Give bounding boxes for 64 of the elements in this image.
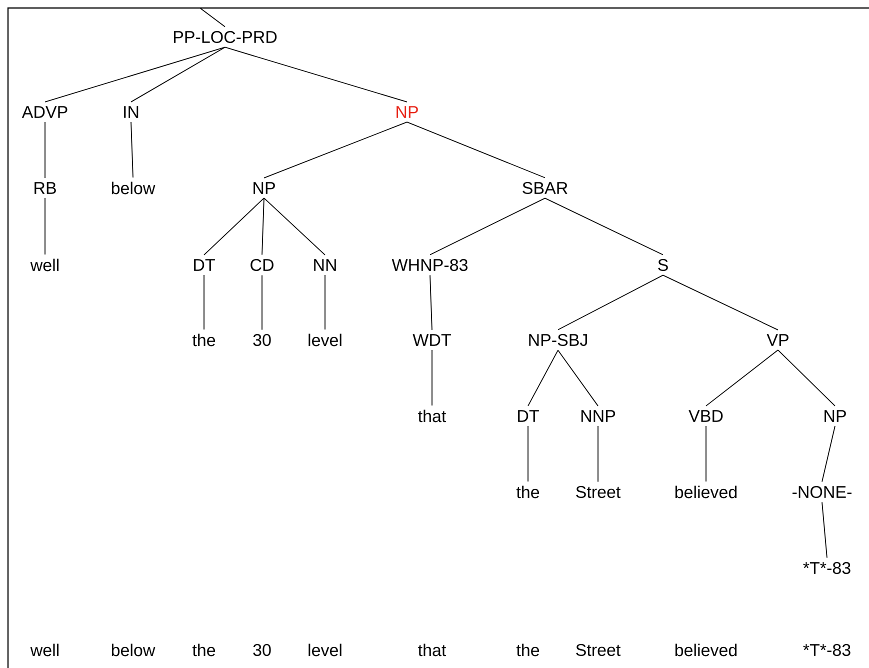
leaf-word: level (308, 644, 342, 656)
tree-node-label: NP (824, 410, 846, 422)
leaf-word: Street (576, 644, 621, 656)
tree-node-label: VP (766, 334, 788, 346)
tree-branch (130, 122, 134, 178)
tree-branch (204, 198, 264, 256)
leaf-word: *T*-83 (803, 644, 850, 656)
tree-branch (264, 122, 408, 178)
tree-node-label: NP (254, 182, 275, 194)
tree-branch (200, 8, 226, 28)
tree-node-label: WDT (412, 334, 451, 346)
tree-branch (44, 198, 46, 255)
tree-branch (558, 274, 664, 330)
tree-node-label: DT (518, 410, 539, 422)
tree-branch (224, 46, 408, 102)
tree-branch (44, 46, 226, 102)
tree-node-label: the (192, 334, 216, 346)
tree-branch (822, 426, 836, 482)
tree-node-label: CD (250, 258, 274, 271)
tree-node-label: DT (194, 259, 215, 271)
tree-node-label: Street (576, 486, 621, 498)
tree-node-label: NN (314, 259, 336, 271)
tree-node-label: *T*-83 (803, 562, 850, 574)
tree-node-label: PP-LOC-PRD (174, 30, 277, 43)
tree-node-label: -NONE- (792, 486, 852, 498)
tree-node-label: believed (675, 486, 737, 498)
tree-branch (430, 274, 432, 330)
tree-branch (778, 350, 836, 406)
tree-branch (130, 46, 226, 102)
tree-node-label: well (30, 258, 58, 272)
leaf-word: 30 (253, 644, 271, 656)
tree-node-label: NNP (581, 410, 616, 422)
leaf-word: the (516, 644, 540, 656)
tree-node-label: 30 (253, 334, 271, 346)
tree-branch (430, 198, 546, 256)
leaf-word: well (30, 644, 58, 656)
tree-branch (324, 274, 326, 330)
tree-branch (662, 274, 778, 330)
leaf-word: believed (675, 644, 737, 656)
leaf-word: that (418, 644, 446, 656)
tree-node-label: ADVP (22, 106, 68, 118)
tree-branch (558, 350, 598, 406)
tree-node-label: level (308, 334, 342, 346)
tree-node-label: NP (396, 106, 418, 118)
tree-branch (44, 122, 46, 178)
tree-branch (528, 350, 558, 406)
tree-node-label: NP-SBJ (529, 334, 587, 346)
tree-node-label: WHNP-83 (392, 258, 468, 271)
tree-branch (544, 198, 664, 256)
leaf-word: below (112, 644, 156, 656)
tree-node-label: VBD (688, 410, 723, 422)
tree-branch (264, 198, 326, 256)
tree-branch (406, 122, 546, 178)
tree-node-label: IN (124, 106, 138, 118)
tree-node-label: that (418, 410, 446, 422)
tree-branch (706, 350, 778, 406)
tree-branch (822, 502, 828, 558)
tree-node-label: S (658, 258, 668, 271)
tree-branch (262, 198, 264, 256)
tree-node-label: SBAR (522, 182, 568, 194)
leaf-word: the (192, 644, 216, 656)
tree-node-label: below (112, 182, 156, 194)
tree-node-label: RB (34, 182, 56, 194)
tree-node-label: the (516, 486, 540, 498)
